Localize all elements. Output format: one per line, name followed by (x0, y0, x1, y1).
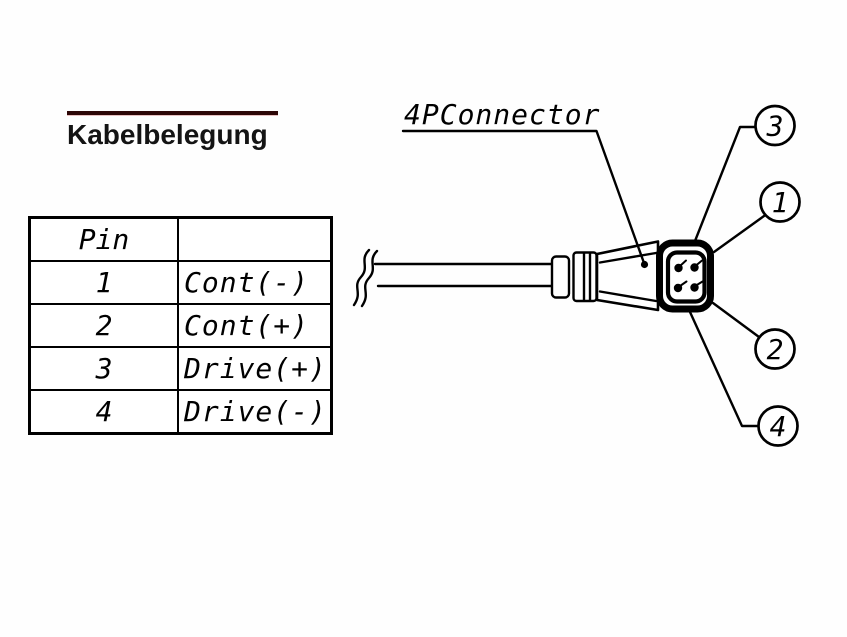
callout-leader-1 (712, 214, 766, 254)
callout-number: 3 (766, 110, 784, 143)
connector-head-inner (665, 250, 707, 304)
table-row: 2 Cont(+) (28, 303, 333, 348)
connector-body-inner-line (598, 251, 658, 264)
pin-number-cell: 1 (28, 260, 179, 305)
pin-tails (679, 259, 704, 287)
callout-circle-3 (754, 104, 796, 147)
pin-function-cell: Cont(-) (177, 260, 333, 305)
callout-number: 2 (767, 333, 784, 366)
callout-leader-4 (688, 310, 759, 428)
table-row: 3 Drive(+) (28, 346, 333, 391)
connector-body-inner-line (598, 290, 658, 303)
callout-leader-2 (711, 301, 761, 339)
table-header-row: Pin (28, 216, 333, 262)
pin-number-cell: 4 (28, 389, 179, 435)
pin-function-cell: Drive(+) (177, 346, 333, 391)
pin-function-cell: Drive(-) (177, 389, 333, 435)
table-row: 1 Cont(-) (28, 260, 333, 305)
pin-column-header: Pin (28, 216, 179, 262)
callout-circle-2 (754, 328, 796, 370)
callout-circle-4 (757, 405, 799, 447)
pin-assignment-table: Pin 1 Cont(-) 2 Cont(+) 3 Drive(+) 4 Dri… (28, 216, 333, 435)
label-leader-dot (640, 260, 649, 269)
cable-break-icon (360, 249, 379, 308)
table-row: 4 Drive(-) (28, 389, 333, 435)
callout-leader-3 (693, 125, 756, 243)
callout-circle-1 (759, 181, 801, 223)
page-title: Kabelbelegung (67, 119, 268, 150)
pin-number-cell: 3 (28, 346, 179, 391)
connector-head (656, 239, 714, 313)
callout-number: 4 (770, 410, 787, 443)
title-overline (67, 111, 278, 115)
cable-ferrule (550, 255, 571, 299)
pin-number-cell: 2 (28, 303, 179, 348)
pin-function-cell: Cont(+) (177, 303, 333, 348)
callout-number: 1 (772, 186, 789, 219)
function-column-header (177, 216, 333, 262)
connector-label: 4PConnector (404, 98, 600, 131)
cable-break-icon (352, 248, 371, 307)
label-leader-line (401, 129, 646, 265)
